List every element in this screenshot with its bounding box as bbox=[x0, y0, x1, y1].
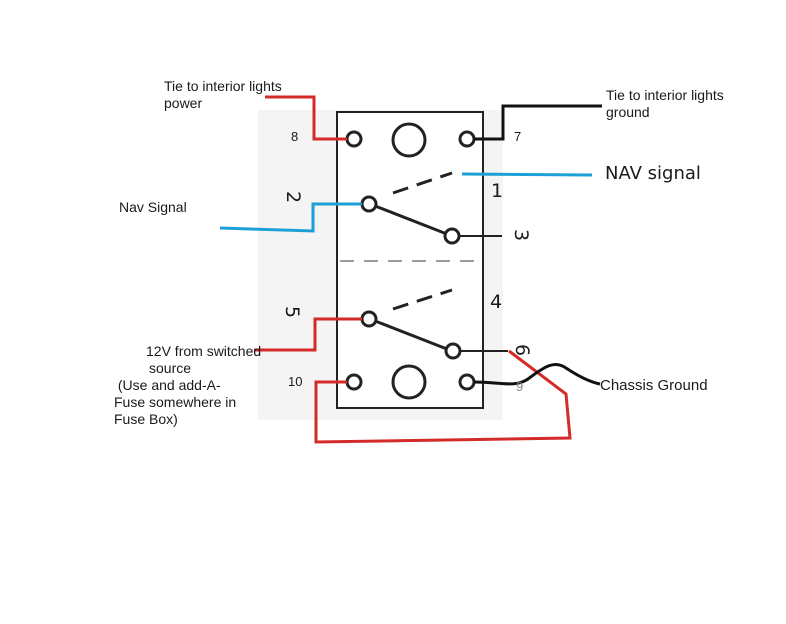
terminal-2 bbox=[360, 195, 378, 213]
switch-body bbox=[336, 111, 484, 409]
interior-power-line2: power bbox=[164, 95, 203, 111]
nav-signal-right-label: NAV signal bbox=[605, 163, 701, 184]
lower-switch-dash bbox=[392, 288, 453, 311]
terminal-3 bbox=[443, 227, 461, 245]
pin-3-label: 3 bbox=[510, 228, 533, 242]
switched-12v-line4: Fuse somewhere in bbox=[114, 394, 237, 410]
pin-8-label: 8 bbox=[291, 129, 299, 144]
pin-6-label: 6 bbox=[511, 343, 534, 357]
nav-signal-left-label: Nav Signal bbox=[119, 199, 187, 215]
interior-power-line1: Tie to interior lights bbox=[164, 78, 282, 94]
nav-signal-right-wire bbox=[461, 172, 593, 177]
interior-power-label: Tie to interior lights power bbox=[164, 78, 282, 112]
interior-ground-wire bbox=[474, 104, 602, 141]
switched-12v-line2: source bbox=[149, 360, 192, 376]
terminal-6 bbox=[444, 342, 462, 360]
terminal-5 bbox=[360, 310, 378, 328]
terminal-8 bbox=[345, 130, 363, 148]
center-knob-bottom bbox=[391, 364, 427, 400]
pin-2-label: 2 bbox=[282, 190, 305, 204]
pin-9-label: 9 bbox=[516, 379, 524, 394]
switched-12v-line5: Fuse Box) bbox=[114, 411, 178, 427]
switched-12v-wire bbox=[254, 317, 362, 352]
upper-switch-dash bbox=[392, 171, 453, 195]
upper-switch-blade bbox=[369, 202, 453, 238]
switched-12v-label: 12V from switched source (Use and add-A-… bbox=[114, 343, 261, 428]
switched-12v-line1: 12V from switched bbox=[146, 343, 262, 359]
interior-power-wire bbox=[265, 95, 347, 141]
interior-ground-line1: Tie to interior lights bbox=[606, 87, 724, 103]
chassis-ground-label: Chassis Ground bbox=[600, 377, 708, 394]
interior-ground-label: Tie to interior lights ground bbox=[606, 87, 724, 121]
center-knob-top bbox=[391, 122, 427, 158]
pin-7-label: 7 bbox=[514, 129, 522, 144]
chassis-ground-wire bbox=[473, 363, 601, 386]
pin-10-label: 10 bbox=[288, 374, 303, 389]
nav-signal-left-wire bbox=[219, 202, 362, 233]
terminal-7 bbox=[458, 130, 476, 148]
pin-1-label: 1 bbox=[491, 180, 504, 202]
pin6-to-pin10-jumper bbox=[314, 349, 572, 444]
lower-switch-blade bbox=[369, 317, 453, 353]
terminal-9 bbox=[458, 373, 476, 391]
pin-4-label: 4 bbox=[490, 291, 503, 313]
switched-12v-line3: (Use and add-A- bbox=[114, 377, 221, 393]
pin-5-label: 5 bbox=[281, 305, 304, 319]
interior-ground-line2: ground bbox=[606, 104, 650, 120]
terminal-10 bbox=[345, 373, 363, 391]
